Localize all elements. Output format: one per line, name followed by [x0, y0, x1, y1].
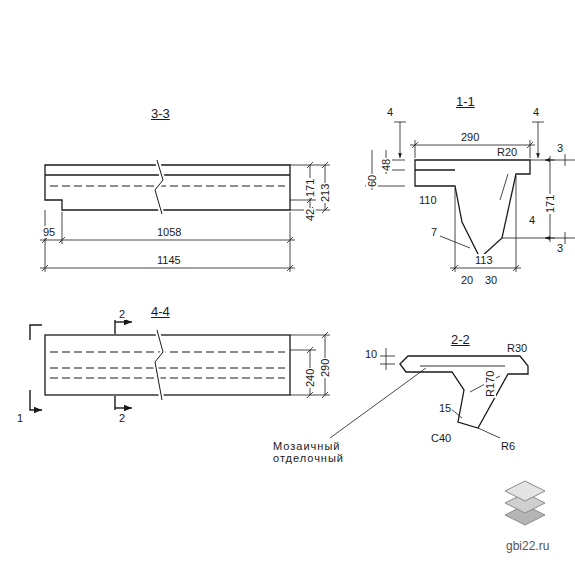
- drawing-line: [530, 140, 531, 158]
- drawing-line: [290, 212, 291, 272]
- drawing-line: [115, 407, 132, 408]
- drawing-line: [50, 368, 285, 369]
- drawing-line: [30, 390, 42, 410]
- drawing-line: [50, 186, 285, 187]
- drawing-line: [478, 428, 500, 438]
- drawing-line: [380, 364, 395, 365]
- drawing-line: [415, 160, 530, 258]
- radius-label: R170: [484, 370, 496, 398]
- drawing-line: [40, 268, 295, 269]
- dimension: 171: [544, 194, 556, 214]
- dimension: 10: [364, 348, 378, 360]
- drawing-line: [290, 200, 316, 201]
- section-mark: 2: [118, 412, 126, 424]
- drawing-line: [330, 348, 500, 438]
- drawing-line: [155, 160, 163, 214]
- section-title: 4-4: [150, 306, 171, 318]
- drawing-line: [290, 335, 330, 336]
- drawing-line: [440, 236, 470, 248]
- dimension: 30: [484, 274, 498, 286]
- drawing-line: [45, 165, 290, 210]
- dimension: 213: [319, 183, 331, 203]
- radius-label: R20: [496, 146, 518, 158]
- drawing-line: [290, 332, 330, 398]
- dimension: 95: [42, 226, 56, 238]
- dimension: 240: [304, 368, 316, 388]
- drawing-line: [415, 169, 455, 170]
- drawing-line: [30, 325, 42, 340]
- drawing-line: [532, 122, 544, 123]
- section-title: 3-3: [150, 108, 171, 120]
- drawing-line: [565, 154, 566, 166]
- view-4-4: [30, 320, 330, 410]
- drawing-line: [42, 162, 328, 271]
- watermark: gbi22.ru: [505, 540, 550, 552]
- drawing-line: [290, 350, 316, 351]
- dimension: 110: [418, 194, 438, 206]
- drawing-line: [330, 368, 426, 438]
- drawing-line: [45, 210, 46, 272]
- dimension: 60: [366, 174, 378, 188]
- drawing-line: [530, 160, 555, 161]
- view-3-3: [40, 160, 330, 272]
- dimension: 113: [474, 254, 494, 266]
- layer-note: Мозаичный отделочный: [272, 440, 392, 464]
- section-title: 1-1: [455, 96, 476, 108]
- drawing-line: [40, 162, 330, 272]
- drawing-line: [420, 366, 505, 367]
- section-mark: 4: [532, 106, 540, 118]
- drawing-line: [155, 160, 163, 214]
- drawing-line: [415, 140, 416, 158]
- dimension: 1145: [156, 254, 182, 266]
- dimension: 1058: [156, 226, 182, 238]
- drawing-line: [115, 321, 132, 322]
- drawing-line: [155, 330, 163, 400]
- section-mark: 2: [118, 308, 126, 320]
- drawing-line: [538, 122, 539, 158]
- dimension: 4: [528, 214, 536, 226]
- drawing-line: [516, 176, 517, 272]
- drawing-line: [565, 232, 566, 244]
- drawing-line: [450, 268, 521, 269]
- drawing-line: [40, 240, 295, 241]
- dimension: 48: [380, 158, 392, 172]
- drawing-line: [45, 174, 290, 175]
- section-mark: 3: [556, 142, 564, 154]
- view-2-2: [330, 348, 528, 438]
- section-title: 2-2: [450, 334, 471, 346]
- dimension: 15: [438, 402, 452, 414]
- drawing-line: [386, 348, 387, 370]
- drawing-line: [45, 335, 290, 395]
- drawing-line: [50, 378, 285, 379]
- drawing-line: [505, 481, 545, 501]
- dimension: 290: [460, 131, 480, 143]
- dimension: 171: [304, 178, 316, 198]
- drawing-line: [30, 320, 132, 410]
- radius-label: R30: [506, 342, 528, 354]
- radius-label: R6: [500, 440, 516, 452]
- dimension: 7: [430, 226, 438, 238]
- drawing-line: [380, 356, 395, 357]
- section-mark: 4: [386, 106, 394, 118]
- drawing-line: [502, 238, 555, 239]
- drawing-line: [50, 352, 285, 353]
- drawing-line: [155, 330, 163, 400]
- dimension: 290: [319, 358, 331, 378]
- chamfer-label: С40: [430, 432, 452, 444]
- section-mark: 3: [556, 242, 564, 254]
- drawing-line: [400, 356, 528, 428]
- site-logo: [505, 481, 545, 525]
- drawing-line: [400, 122, 401, 158]
- section-mark: 1: [16, 412, 24, 424]
- drawing-line: [455, 188, 456, 272]
- dimension: 20: [460, 274, 474, 286]
- drawing-line: [365, 122, 575, 272]
- drawing-line: [394, 122, 406, 123]
- dimension: 42: [304, 208, 316, 222]
- drawing-line: [500, 174, 508, 200]
- view-1-1: [365, 122, 575, 272]
